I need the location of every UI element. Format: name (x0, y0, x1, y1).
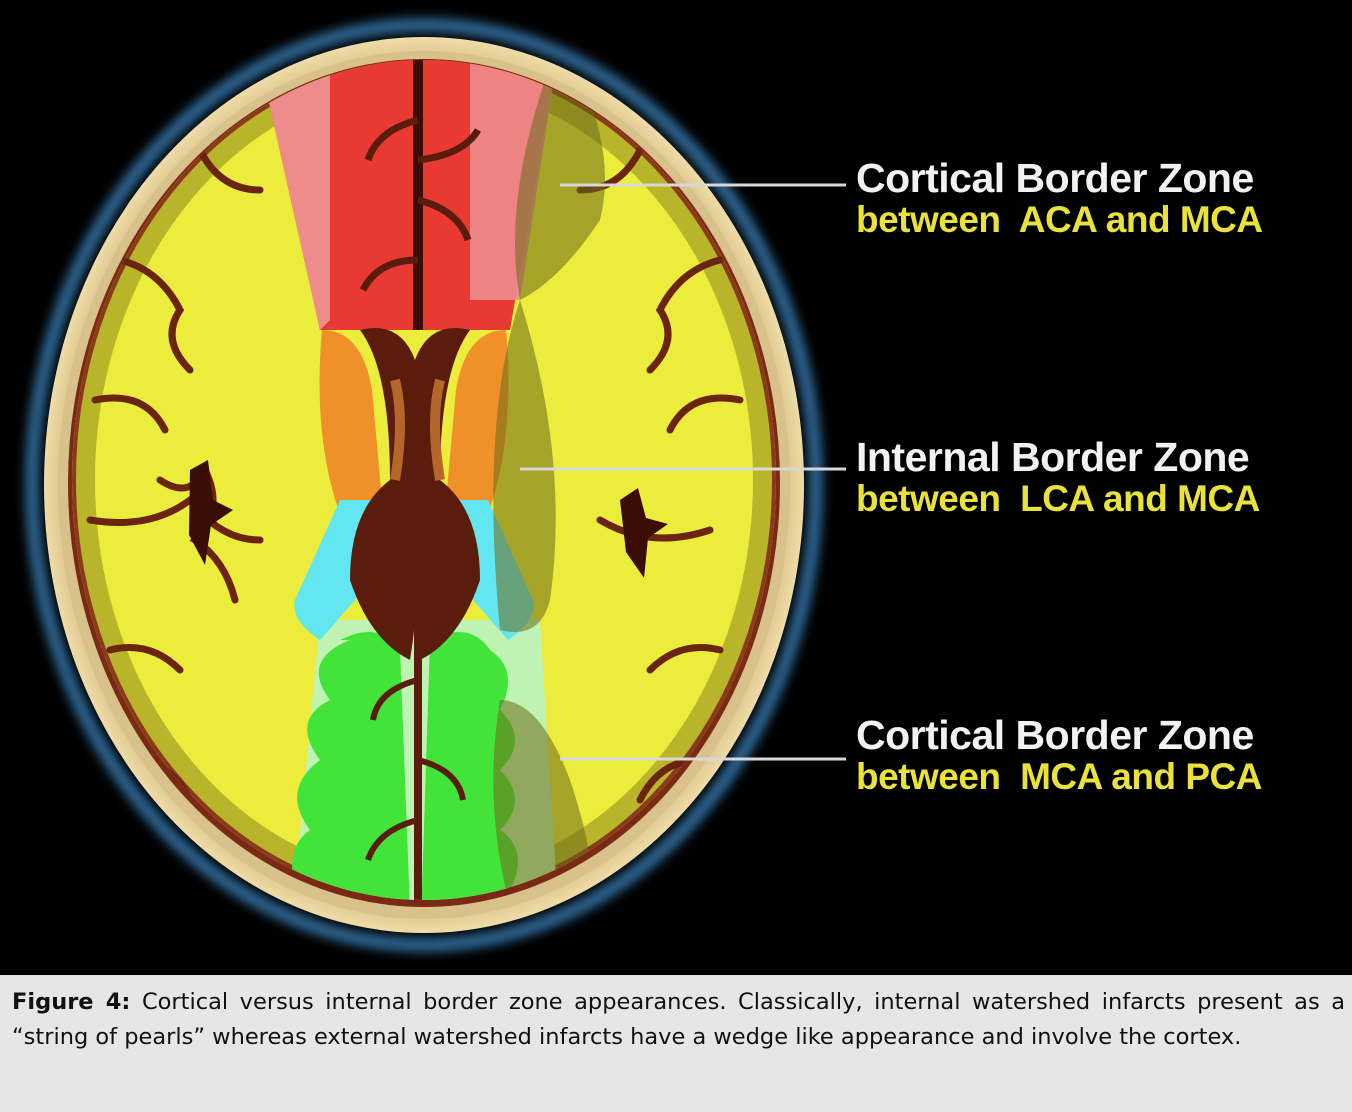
skull-halo (27, 20, 821, 950)
internal-border-zone-right (446, 330, 509, 520)
figure-caption: Figure 4: Cortical versus internal borde… (12, 985, 1345, 1055)
label-cortical-aca-mca: Cortical Border Zone between ACA and MCA (856, 156, 1263, 240)
label-title: Cortical Border Zone (856, 155, 1254, 201)
label-subtitle: between LCA and MCA (856, 478, 1260, 519)
caption-label: Figure 4: (12, 989, 131, 1015)
axial-brain-illustration (27, 20, 846, 950)
caption-text: Cortical versus internal border zone app… (12, 989, 1345, 1050)
label-title: Internal Border Zone (856, 434, 1250, 480)
brain-diagram: Cortical Border Zone between ACA and MCA… (0, 0, 1352, 975)
pointer-lines (520, 183, 846, 761)
label-subtitle: between MCA and PCA (856, 756, 1262, 797)
label-cortical-mca-pca: Cortical Border Zone between MCA and PCA (856, 713, 1262, 797)
label-title: Cortical Border Zone (856, 712, 1254, 758)
label-subtitle: between ACA and MCA (856, 199, 1263, 240)
internal-border-zone-left (319, 330, 382, 520)
lateral-ventricles (350, 328, 480, 660)
border-zone-shading (493, 60, 605, 900)
label-internal-lca-mca: Internal Border Zone between LCA and MCA (856, 435, 1260, 519)
